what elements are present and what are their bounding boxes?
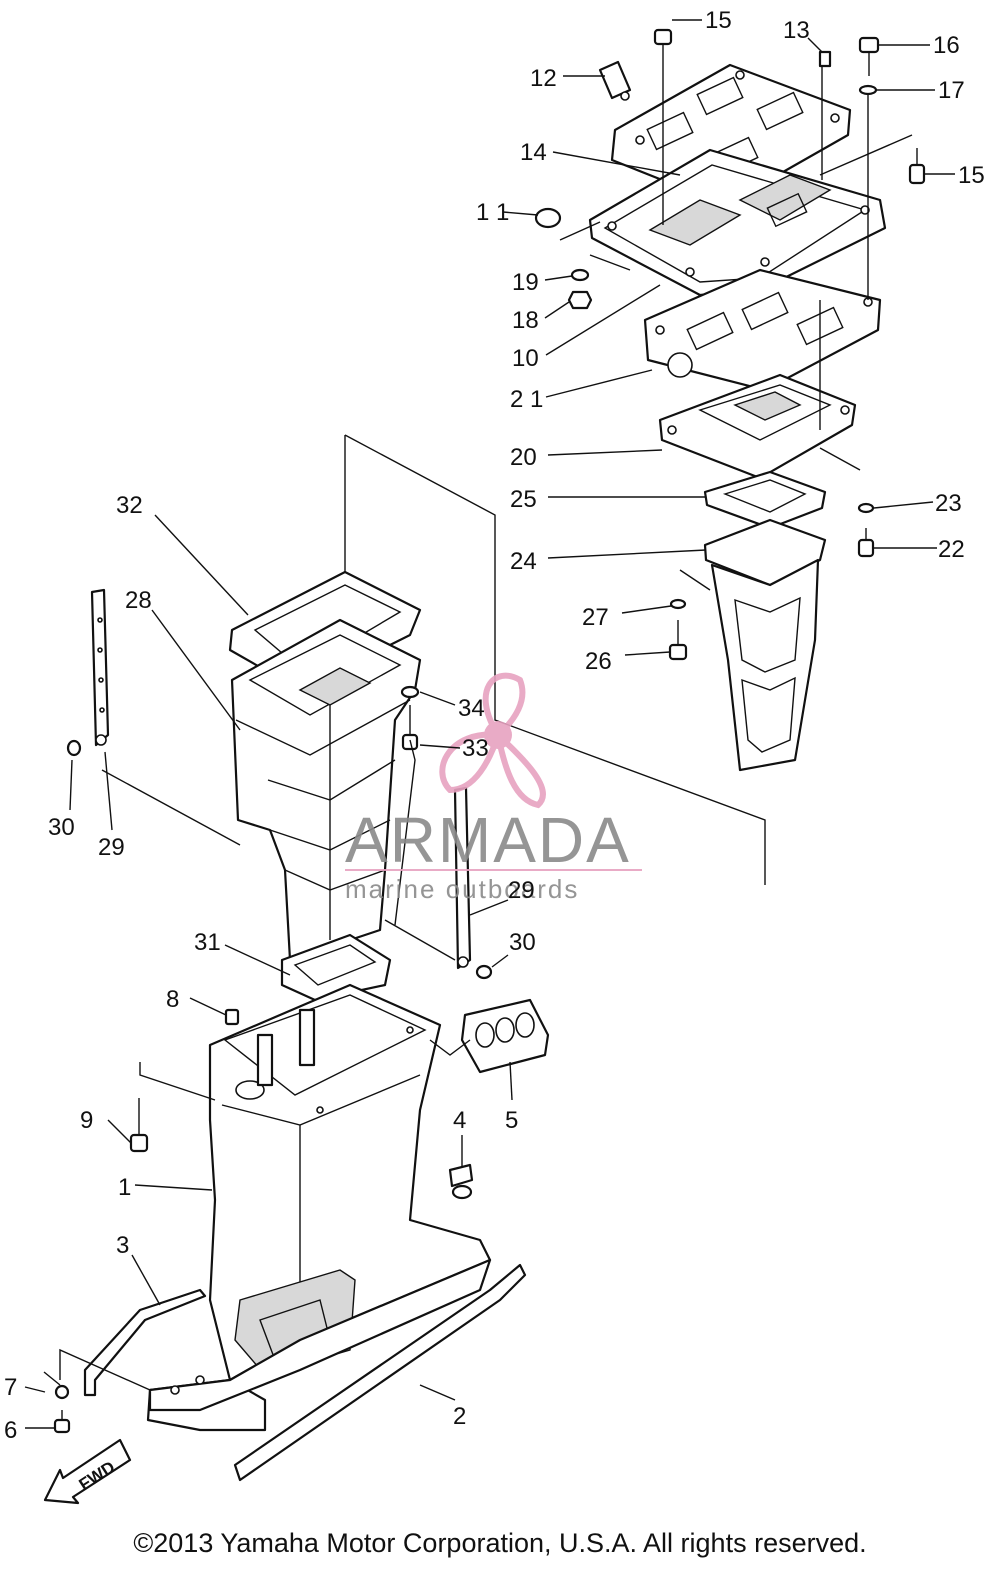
nut-18	[567, 290, 593, 310]
label-13: 13	[783, 17, 810, 44]
water-inlet-5	[460, 998, 550, 1074]
label-30-left: 30	[48, 814, 75, 841]
washer-17	[858, 84, 878, 96]
damper-strip-29-left	[90, 588, 110, 747]
label-30-right: 30	[509, 929, 536, 956]
part-number-labels: 15 13 16 12 17 14 15 1 1 19 18 10 2 1 20…	[4, 7, 985, 1444]
label-26: 26	[585, 648, 612, 675]
fwd-arrow: FWD	[43, 1438, 132, 1505]
seal-strip-3	[83, 1288, 207, 1397]
label-15-top: 15	[705, 7, 732, 34]
label-27: 27	[582, 604, 609, 631]
bolt-15-top	[653, 28, 673, 62]
label-24: 24	[510, 548, 537, 575]
label-1: 1	[118, 1174, 131, 1201]
grommet-4	[448, 1163, 474, 1200]
label-8: 8	[166, 986, 179, 1013]
label-18: 18	[512, 307, 539, 334]
watermark-tagline: marine outboards	[345, 874, 579, 904]
gasket-31	[280, 933, 392, 1002]
label-31: 31	[194, 929, 221, 956]
bolt-33	[401, 705, 419, 751]
bolt-26	[668, 620, 688, 661]
nut-30-right	[475, 964, 493, 980]
washer-23	[857, 502, 875, 514]
plug-11	[534, 207, 562, 229]
label-32: 32	[116, 492, 143, 519]
label-23: 23	[935, 490, 962, 517]
copyright-notice: ©2013 Yamaha Motor Corporation, U.S.A. A…	[133, 1528, 867, 1558]
label-28: 28	[125, 587, 152, 614]
label-12: 12	[530, 65, 557, 92]
label-2: 2	[453, 1403, 466, 1430]
bolt-9	[129, 1098, 149, 1153]
label-4: 4	[453, 1107, 466, 1134]
label-16: 16	[933, 32, 960, 59]
gasket-top	[610, 63, 852, 207]
bolt-15-side	[908, 148, 926, 185]
label-3: 3	[116, 1232, 129, 1259]
label-21: 2 1	[510, 386, 543, 413]
upper-casing-28	[230, 618, 422, 962]
dowel-13	[818, 50, 832, 68]
washer-27	[669, 598, 687, 610]
label-7: 7	[4, 1374, 17, 1401]
gasket-25	[703, 470, 827, 530]
assembly-lines-upper	[559, 62, 913, 591]
leader-lines	[24, 19, 955, 1429]
bolt-22	[857, 528, 875, 558]
nut-30-left	[66, 739, 82, 757]
washer-34	[400, 685, 420, 699]
seal-strip-2	[233, 1263, 527, 1482]
exhaust-cover-plate	[588, 148, 887, 297]
exhaust-guide-20	[658, 373, 857, 480]
grommet-12	[598, 60, 632, 101]
label-29-right: 29	[508, 877, 535, 904]
watermark-brand: ARMADA	[345, 804, 631, 876]
label-15-side: 15	[958, 162, 985, 189]
screw-7	[43, 1371, 70, 1400]
label-5: 5	[505, 1107, 518, 1134]
gasket-21	[643, 268, 882, 392]
label-19: 19	[512, 269, 539, 296]
label-6: 6	[4, 1417, 17, 1444]
label-25: 25	[510, 486, 537, 513]
propeller-logo-icon	[439, 672, 546, 809]
label-33: 33	[462, 735, 489, 762]
label-17: 17	[938, 77, 965, 104]
bolt-6	[53, 1410, 71, 1434]
label-22: 22	[938, 536, 965, 563]
exhaust-manifold-24	[703, 518, 827, 772]
bolt-16	[858, 36, 880, 76]
label-11: 1 1	[476, 199, 509, 226]
label-10: 10	[512, 345, 539, 372]
upper-casing-1	[146, 983, 492, 1432]
label-9: 9	[80, 1107, 93, 1134]
armada-watermark: ARMADA marine outboards	[345, 672, 642, 904]
label-20: 20	[510, 444, 537, 471]
label-29-left: 29	[98, 834, 125, 861]
label-14: 14	[520, 139, 547, 166]
washer-19	[570, 268, 590, 282]
label-34: 34	[458, 695, 485, 722]
dowel-8	[224, 1008, 240, 1026]
